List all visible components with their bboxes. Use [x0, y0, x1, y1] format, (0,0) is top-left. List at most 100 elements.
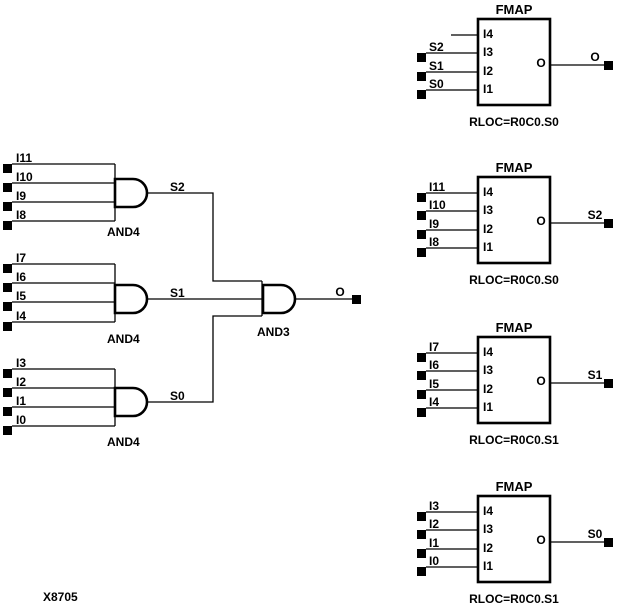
fmap-4-pin-label: I3 [483, 522, 494, 536]
fmap-1-box [476, 17, 552, 107]
and4-2-input-label: I6 [16, 270, 27, 284]
pin-square-i0 [3, 426, 12, 435]
fmap-2-pin-label: I4 [483, 185, 494, 199]
fmap-4-out-square [604, 538, 613, 547]
fmap-4-box [476, 494, 552, 584]
and4-3-input-label: I2 [16, 375, 27, 389]
fmap-1-title: FMAP [495, 2, 533, 17]
fmap-4-in-square-0 [417, 512, 426, 521]
and4-3-input-wires [12, 368, 116, 427]
fmap-3-pin-label: I1 [483, 400, 494, 414]
fmap-3-in-square-3 [417, 408, 426, 417]
s0-net-label: S0 [170, 389, 185, 403]
fmap-4-ext-input-label: I2 [429, 517, 440, 531]
fmap-2-ext-input-label: I11 [429, 180, 446, 194]
fmap-4-pin-label: I1 [483, 559, 494, 573]
fmap-2-title: FMAP [495, 160, 533, 175]
fmap-2-input-wires [426, 192, 478, 249]
fmap-2-in-square-3 [417, 248, 426, 257]
fmap-2-rloc-label: RLOC=R0C0.S0 [469, 273, 559, 287]
fmap-3-output-pin-label: O [536, 374, 546, 388]
and4-1-gate-shape [113, 177, 149, 209]
fmap-4-in-square-2 [417, 549, 426, 558]
fmap-1-in-square-2 [417, 72, 426, 81]
fmap-3-in-square-1 [417, 371, 426, 380]
fmap-1-out-square [604, 61, 613, 70]
and4-1-input-label: I8 [16, 208, 27, 222]
pin-square-i9 [3, 202, 12, 211]
and4-3-input-label: I0 [16, 413, 27, 427]
fmap-1-ext-input-label: S2 [429, 40, 444, 54]
and4-1-input-label: I11 [16, 151, 33, 165]
and4-2-type-label: AND4 [107, 332, 140, 346]
and4-1-input-wires [12, 163, 116, 222]
and4-1-input-label: I9 [16, 189, 27, 203]
and4-2-input-wires [12, 263, 116, 323]
fmap-2-pin-label: I1 [483, 240, 494, 254]
fmap-3-pin-label: I2 [483, 382, 494, 396]
and4-3-input-label: I3 [16, 356, 27, 370]
fmap-2-output-net-label: S2 [587, 208, 603, 222]
and4-1-type-label: AND4 [107, 225, 140, 239]
and4-1-input-label: I10 [16, 170, 33, 184]
fmap-2-pin-label: I3 [483, 203, 494, 217]
fmap-1-pin-label: I1 [483, 82, 494, 96]
fmap-1-output-pin-label: O [536, 56, 546, 70]
fmap-4-output-pin-label: O [536, 533, 546, 547]
pin-square-i11 [3, 164, 12, 173]
fmap-3-ext-input-label: I4 [429, 395, 440, 409]
fmap-1-ext-input-label: S1 [429, 59, 444, 73]
fmap-3-pin-label: I4 [483, 345, 494, 359]
fmap-4-output-net-label: S0 [587, 527, 603, 541]
fmap-3-input-wires [426, 352, 478, 409]
fmap-4-ext-input-label: I1 [429, 536, 440, 550]
and4-2-gate-shape [113, 283, 149, 315]
s0-net-wire [147, 315, 262, 403]
pin-square-i4 [3, 322, 12, 331]
fmap-3-title: FMAP [495, 320, 533, 335]
s1-net-label: S1 [170, 286, 185, 300]
fmap-4-ext-input-label: I0 [429, 554, 440, 568]
fmap-3-pin-label: I3 [483, 363, 494, 377]
fmap-2-box [476, 175, 552, 265]
and4-3-type-label: AND4 [107, 435, 140, 449]
fmap-1-pin-label: I4 [483, 27, 494, 41]
fmap-3-in-square-2 [417, 390, 426, 399]
fmap-4-title: FMAP [495, 479, 533, 494]
fmap-4-rloc-label: RLOC=R0C0.S1 [469, 592, 559, 606]
and4-2-input-label: I5 [16, 289, 27, 303]
fmap-2-pin-label: I2 [483, 222, 494, 236]
fmap-2-out-square [604, 219, 613, 228]
fmap-1-ext-input-label: S0 [429, 77, 444, 91]
fmap-4-pin-label: I2 [483, 541, 494, 555]
s2-net-label: S2 [170, 180, 185, 194]
pin-square-i10 [3, 183, 12, 192]
and3-gate-shape [261, 283, 297, 315]
fmap-1-output-net-label: O [590, 50, 600, 64]
fmap-3-ext-input-label: I6 [429, 358, 440, 372]
fmap-1-pin-label: I2 [483, 64, 494, 78]
fmap-1-in-square-1 [417, 53, 426, 62]
fmap-2-output-pin-label: O [536, 214, 546, 228]
fmap-2-ext-input-label: I8 [429, 235, 440, 249]
fmap-1-pin-label: I3 [483, 45, 494, 59]
fmap-2-ext-input-label: I9 [429, 217, 440, 231]
fmap-1-rloc-label: RLOC=R0C0.S0 [469, 115, 559, 129]
fmap-4-in-square-1 [417, 530, 426, 539]
s2-net-wire [147, 192, 262, 282]
pin-square-i1 [3, 407, 12, 416]
and3-output-label: O [335, 285, 345, 299]
fmap-2-ext-input-label: I10 [429, 198, 446, 212]
fmap-2-in-square-2 [417, 230, 426, 239]
fmap-3-box [476, 335, 552, 425]
fmap-3-output-net-label: S1 [587, 368, 603, 382]
fmap-3-out-square [604, 379, 613, 388]
fmap-4-pin-label: I4 [483, 504, 494, 518]
pin-square-and3-out [352, 295, 361, 304]
and4-3-input-label: I1 [16, 394, 27, 408]
and4-2-input-label: I7 [16, 251, 27, 265]
fmap-2-in-square-1 [417, 211, 426, 220]
fmap-4-in-square-3 [417, 567, 426, 576]
